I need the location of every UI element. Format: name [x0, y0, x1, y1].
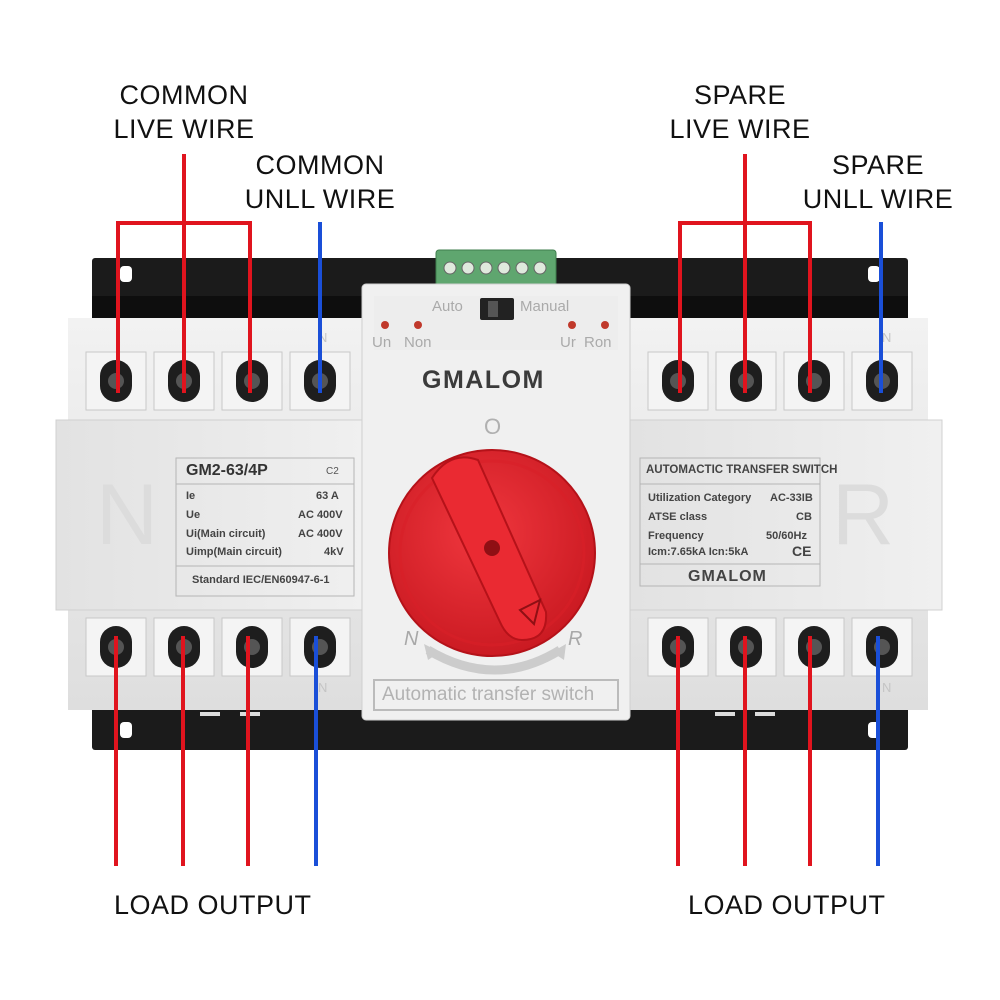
manual-label: Manual — [520, 298, 570, 315]
spare-live-wire-l1 — [678, 221, 682, 393]
left-plate-row-label: Ui(Main circuit) — [186, 528, 266, 540]
load-wire-left-3 — [246, 636, 250, 866]
right-plate-row-label: Icm:7.65kA Icn:5kA — [648, 546, 749, 558]
common-live-wire-label: COMMON LIVE WIRE — [100, 78, 268, 146]
common-null-wire-line2: UNLL WIRE — [244, 184, 396, 214]
terminal-mark-top-left-n: N — [318, 330, 328, 345]
left-rating-plate — [175, 457, 355, 597]
spare-live-wire-stem — [743, 154, 747, 224]
spare-null-wire-line2: UNLL WIRE — [802, 184, 954, 214]
rotation-arrow — [425, 646, 563, 675]
load-output-right-label: LOAD OUTPUT — [688, 890, 886, 920]
load-wire-left-1 — [114, 636, 118, 866]
side-letter-n: N — [96, 467, 159, 563]
right-plate-row-label: Frequency — [648, 530, 704, 542]
led-ur — [568, 321, 576, 329]
common-null-wire — [318, 222, 322, 393]
load-wire-right-2 — [743, 636, 747, 866]
common-live-wire-l3 — [248, 221, 252, 393]
load-output-left-label: LOAD OUTPUT — [114, 890, 312, 920]
led-non — [414, 321, 422, 329]
terminal-mark-bottom-right-n: N — [882, 680, 892, 695]
load-wire-right-3 — [808, 636, 812, 866]
left-plate-model-suffix: C2 — [326, 466, 339, 477]
side-letter-r: R — [832, 467, 895, 563]
load-wire-right-null — [876, 636, 880, 866]
terminal-mark-bottom-left-n: N — [318, 680, 328, 695]
right-plate-title: AUTOMACTIC TRANSFER SWITCH — [646, 464, 838, 476]
left-plate-row-value: AC 400V — [298, 528, 343, 540]
knob-arrow-icon — [518, 598, 542, 626]
left-plate-standard: Standard IEC/EN60947-6-1 — [192, 574, 330, 586]
brand-logo: GMALOM — [422, 366, 545, 394]
led-ur-label: Ur — [560, 334, 576, 351]
right-plate-row-value: CB — [796, 511, 812, 523]
left-plate-row-value: AC 400V — [298, 509, 343, 521]
right-plate-row-label: Utilization Category — [648, 492, 752, 504]
load-wire-right-1 — [676, 636, 680, 866]
bottom-device-label: Automatic transfer switch — [382, 684, 595, 705]
knob-position-r: R — [568, 628, 583, 650]
left-plate-row-label: Ue — [186, 509, 201, 521]
knob-position-o: O — [484, 414, 502, 439]
common-live-wire-stem — [182, 154, 186, 224]
knob-position-n: N — [404, 628, 419, 650]
left-plate-row-label: Uimp(Main circuit) — [186, 546, 282, 558]
common-null-wire-label: COMMON UNLL WIRE — [238, 148, 402, 216]
right-plate-brand: GMALOM — [688, 568, 767, 585]
spare-live-wire-l2 — [743, 221, 747, 393]
common-live-wire-line1: COMMON — [119, 80, 249, 110]
ce-mark-icon: CE — [792, 543, 812, 559]
spare-live-wire-line1: SPARE — [693, 80, 787, 110]
terminal-mark-top-right-n: N — [882, 330, 892, 345]
common-live-wire-l1 — [116, 221, 120, 393]
spare-null-wire — [879, 222, 883, 393]
knob-center-indicator — [484, 540, 500, 556]
common-null-wire-line1: COMMON — [255, 150, 385, 180]
load-wire-left-2 — [181, 636, 185, 866]
led-non-label: Non — [404, 334, 432, 351]
auto-label: Auto — [432, 298, 463, 315]
left-plate-row-value: 63 A — [316, 490, 339, 502]
led-un — [381, 321, 389, 329]
spare-live-wire-line2: LIVE WIRE — [669, 114, 811, 144]
right-plate-row-value: 50/60Hz — [766, 530, 807, 542]
led-ron — [601, 321, 609, 329]
left-plate-model: GM2-63/4P — [186, 462, 268, 479]
led-un-label: Un — [372, 334, 392, 351]
spare-null-wire-line1: SPARE — [831, 150, 925, 180]
common-live-wire-l2 — [182, 221, 186, 393]
spare-live-wire-l3 — [808, 221, 812, 393]
spare-null-wire-label: SPARE UNLL WIRE — [796, 148, 960, 216]
left-plate-row-label: Ie — [186, 490, 196, 502]
right-rating-plate — [639, 457, 821, 587]
right-plate-row-value: AC-33IB — [770, 492, 813, 504]
common-live-wire-line2: LIVE WIRE — [113, 114, 255, 144]
led-ron-label: Ron — [584, 334, 612, 351]
right-plate-row-label: ATSE class — [648, 511, 708, 523]
left-plate-row-value: 4kV — [324, 546, 344, 558]
load-wire-left-null — [314, 636, 318, 866]
spare-live-wire-label: SPARE LIVE WIRE — [656, 78, 824, 146]
